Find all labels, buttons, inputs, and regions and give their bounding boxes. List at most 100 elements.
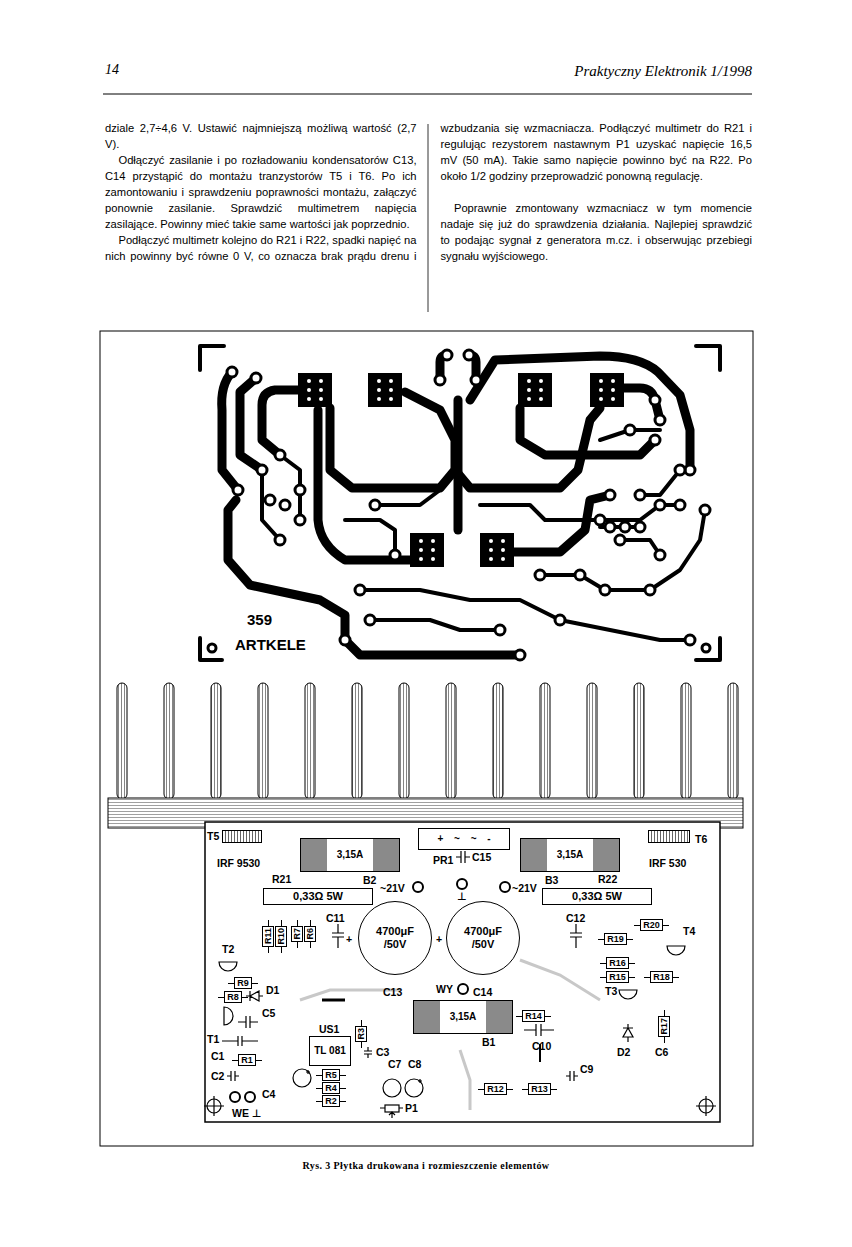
part-value: R10 bbox=[277, 928, 286, 945]
voltage-label: ~21V bbox=[512, 882, 537, 894]
part-value: R13 bbox=[531, 1084, 548, 1094]
board-number: 359 bbox=[246, 611, 273, 628]
part-value: R14 bbox=[525, 1011, 542, 1021]
part-name: T6 bbox=[695, 833, 707, 845]
component-label: D1 bbox=[266, 984, 279, 996]
page-number: 14 bbox=[105, 62, 119, 78]
resistor: R15 bbox=[606, 971, 629, 983]
part-value: R11 bbox=[264, 928, 273, 944]
part-name: IRF 530 bbox=[649, 857, 686, 869]
component-label: D2 bbox=[617, 1046, 630, 1058]
part-name: US1 bbox=[319, 1023, 339, 1035]
resistor: R10 bbox=[275, 926, 287, 947]
resistor: R5 bbox=[322, 1069, 340, 1081]
board-label: ARTKELE bbox=[234, 636, 307, 653]
part-value: R15 bbox=[609, 972, 626, 982]
component-label: C7 bbox=[388, 1058, 401, 1070]
part-value: + ~ ~ - bbox=[437, 833, 490, 845]
component-label: C1 bbox=[211, 1050, 224, 1062]
component-label: C2 bbox=[211, 1070, 224, 1082]
polarity-sign: + bbox=[436, 933, 442, 945]
body-paragraph: dziale 2,7÷4,6 V. Ustawić najmniejszą mo… bbox=[105, 120, 417, 152]
resistor: R7 bbox=[291, 926, 303, 942]
part-value: R3 bbox=[357, 1028, 366, 1040]
pcb-artwork bbox=[200, 346, 720, 660]
resistor: R17 bbox=[658, 1016, 670, 1037]
resistor: R14 bbox=[522, 1010, 545, 1022]
resistor: R2 bbox=[322, 1095, 340, 1107]
component-label: C6 bbox=[655, 1046, 668, 1058]
heatsink bbox=[108, 683, 743, 828]
part-value: R4 bbox=[325, 1083, 337, 1093]
power-resistor: 0,33Ω 5WR21 bbox=[263, 888, 373, 905]
power-resistor: 0,33Ω 5WR22 bbox=[542, 888, 652, 905]
component-label: C4 bbox=[262, 1088, 275, 1100]
part-value: R17 bbox=[660, 1018, 669, 1035]
component-label: C12 bbox=[566, 912, 585, 924]
column-rule bbox=[428, 124, 429, 312]
body-paragraph: Odłączyć zasilanie i po rozładowaniu kon… bbox=[105, 152, 417, 232]
header-rule bbox=[103, 94, 752, 95]
part-value: 0,33Ω 5W bbox=[572, 890, 622, 903]
component-label: C9 bbox=[580, 1063, 593, 1075]
component-label: C8 bbox=[408, 1058, 421, 1070]
part-name: B1 bbox=[482, 1036, 495, 1048]
resistor: R16 bbox=[606, 957, 629, 969]
component-label: P1 bbox=[405, 1102, 418, 1114]
part-value: R7 bbox=[293, 928, 302, 940]
part-value: R8 bbox=[227, 992, 239, 1002]
part-name: T5 bbox=[207, 830, 219, 842]
transistor-box: T5IRF 9530 bbox=[222, 830, 262, 843]
part-value: 3,15A bbox=[450, 1011, 477, 1023]
part-value: R6 bbox=[306, 928, 315, 940]
resistor: R9 bbox=[234, 977, 252, 989]
part-value: 3,15A bbox=[557, 849, 584, 861]
part-value: R18 bbox=[653, 972, 670, 982]
part-value: 0,33Ω 5W bbox=[293, 890, 343, 903]
figure-frame bbox=[100, 331, 753, 1146]
rectifier-bridge: + ~ ~ -PR1 bbox=[418, 828, 510, 850]
resistor: R13 bbox=[528, 1083, 551, 1095]
resistor: R1 bbox=[238, 1054, 256, 1066]
fuse-holder: 3,15AB3 bbox=[520, 838, 620, 872]
ic-package: TL 081US1 bbox=[309, 1036, 351, 1066]
part-value: R16 bbox=[609, 958, 626, 968]
resistor: R20 bbox=[640, 919, 663, 931]
part-value: R20 bbox=[643, 920, 660, 930]
component-label: T1 bbox=[207, 1033, 219, 1045]
figure-caption: Rys. 3 Płytka drukowana i rozmieszczenie… bbox=[0, 1160, 852, 1171]
part-name: IRF 9530 bbox=[217, 857, 260, 869]
part-value: TL 081 bbox=[314, 1045, 346, 1057]
component-label: C15 bbox=[472, 851, 491, 863]
transistor-box: T6IRF 530 bbox=[648, 830, 690, 843]
part-value: R1 bbox=[241, 1055, 253, 1065]
resistor: R11 bbox=[262, 926, 274, 947]
component-label: C3 bbox=[376, 1046, 389, 1058]
part-value: 4700μF /50V bbox=[456, 925, 510, 950]
polarity-sign: + bbox=[346, 933, 352, 945]
part-value: 3,15A bbox=[337, 849, 364, 861]
resistor: R3 bbox=[355, 1026, 367, 1042]
part-name: R22 bbox=[598, 873, 617, 885]
voltage-label: ~21V bbox=[380, 882, 405, 894]
part-name: B3 bbox=[545, 874, 558, 886]
resistor: R6 bbox=[304, 926, 316, 942]
part-value: R2 bbox=[325, 1096, 337, 1106]
component-label: T2 bbox=[222, 943, 234, 955]
resistor: R12 bbox=[484, 1083, 507, 1095]
connector-label: WE ⊥ bbox=[232, 1107, 261, 1119]
resistor: R18 bbox=[650, 971, 673, 983]
resistor: R4 bbox=[322, 1082, 340, 1094]
part-value: R19 bbox=[607, 934, 624, 944]
component-label: C5 bbox=[262, 1007, 275, 1019]
part-name: R21 bbox=[272, 873, 291, 885]
ground-symbol: ⊥ bbox=[457, 890, 467, 902]
electrolytic-capacitor: 4700μF /50VC14 bbox=[446, 901, 520, 975]
component-label: T3 bbox=[605, 985, 617, 997]
part-value: R9 bbox=[237, 978, 249, 988]
part-name: C13 bbox=[383, 986, 402, 998]
fuse-holder: 3,15AB1 bbox=[413, 1000, 513, 1034]
component-label: C11 bbox=[326, 912, 345, 924]
fuse-holder: 3,15AB2 bbox=[300, 838, 400, 872]
